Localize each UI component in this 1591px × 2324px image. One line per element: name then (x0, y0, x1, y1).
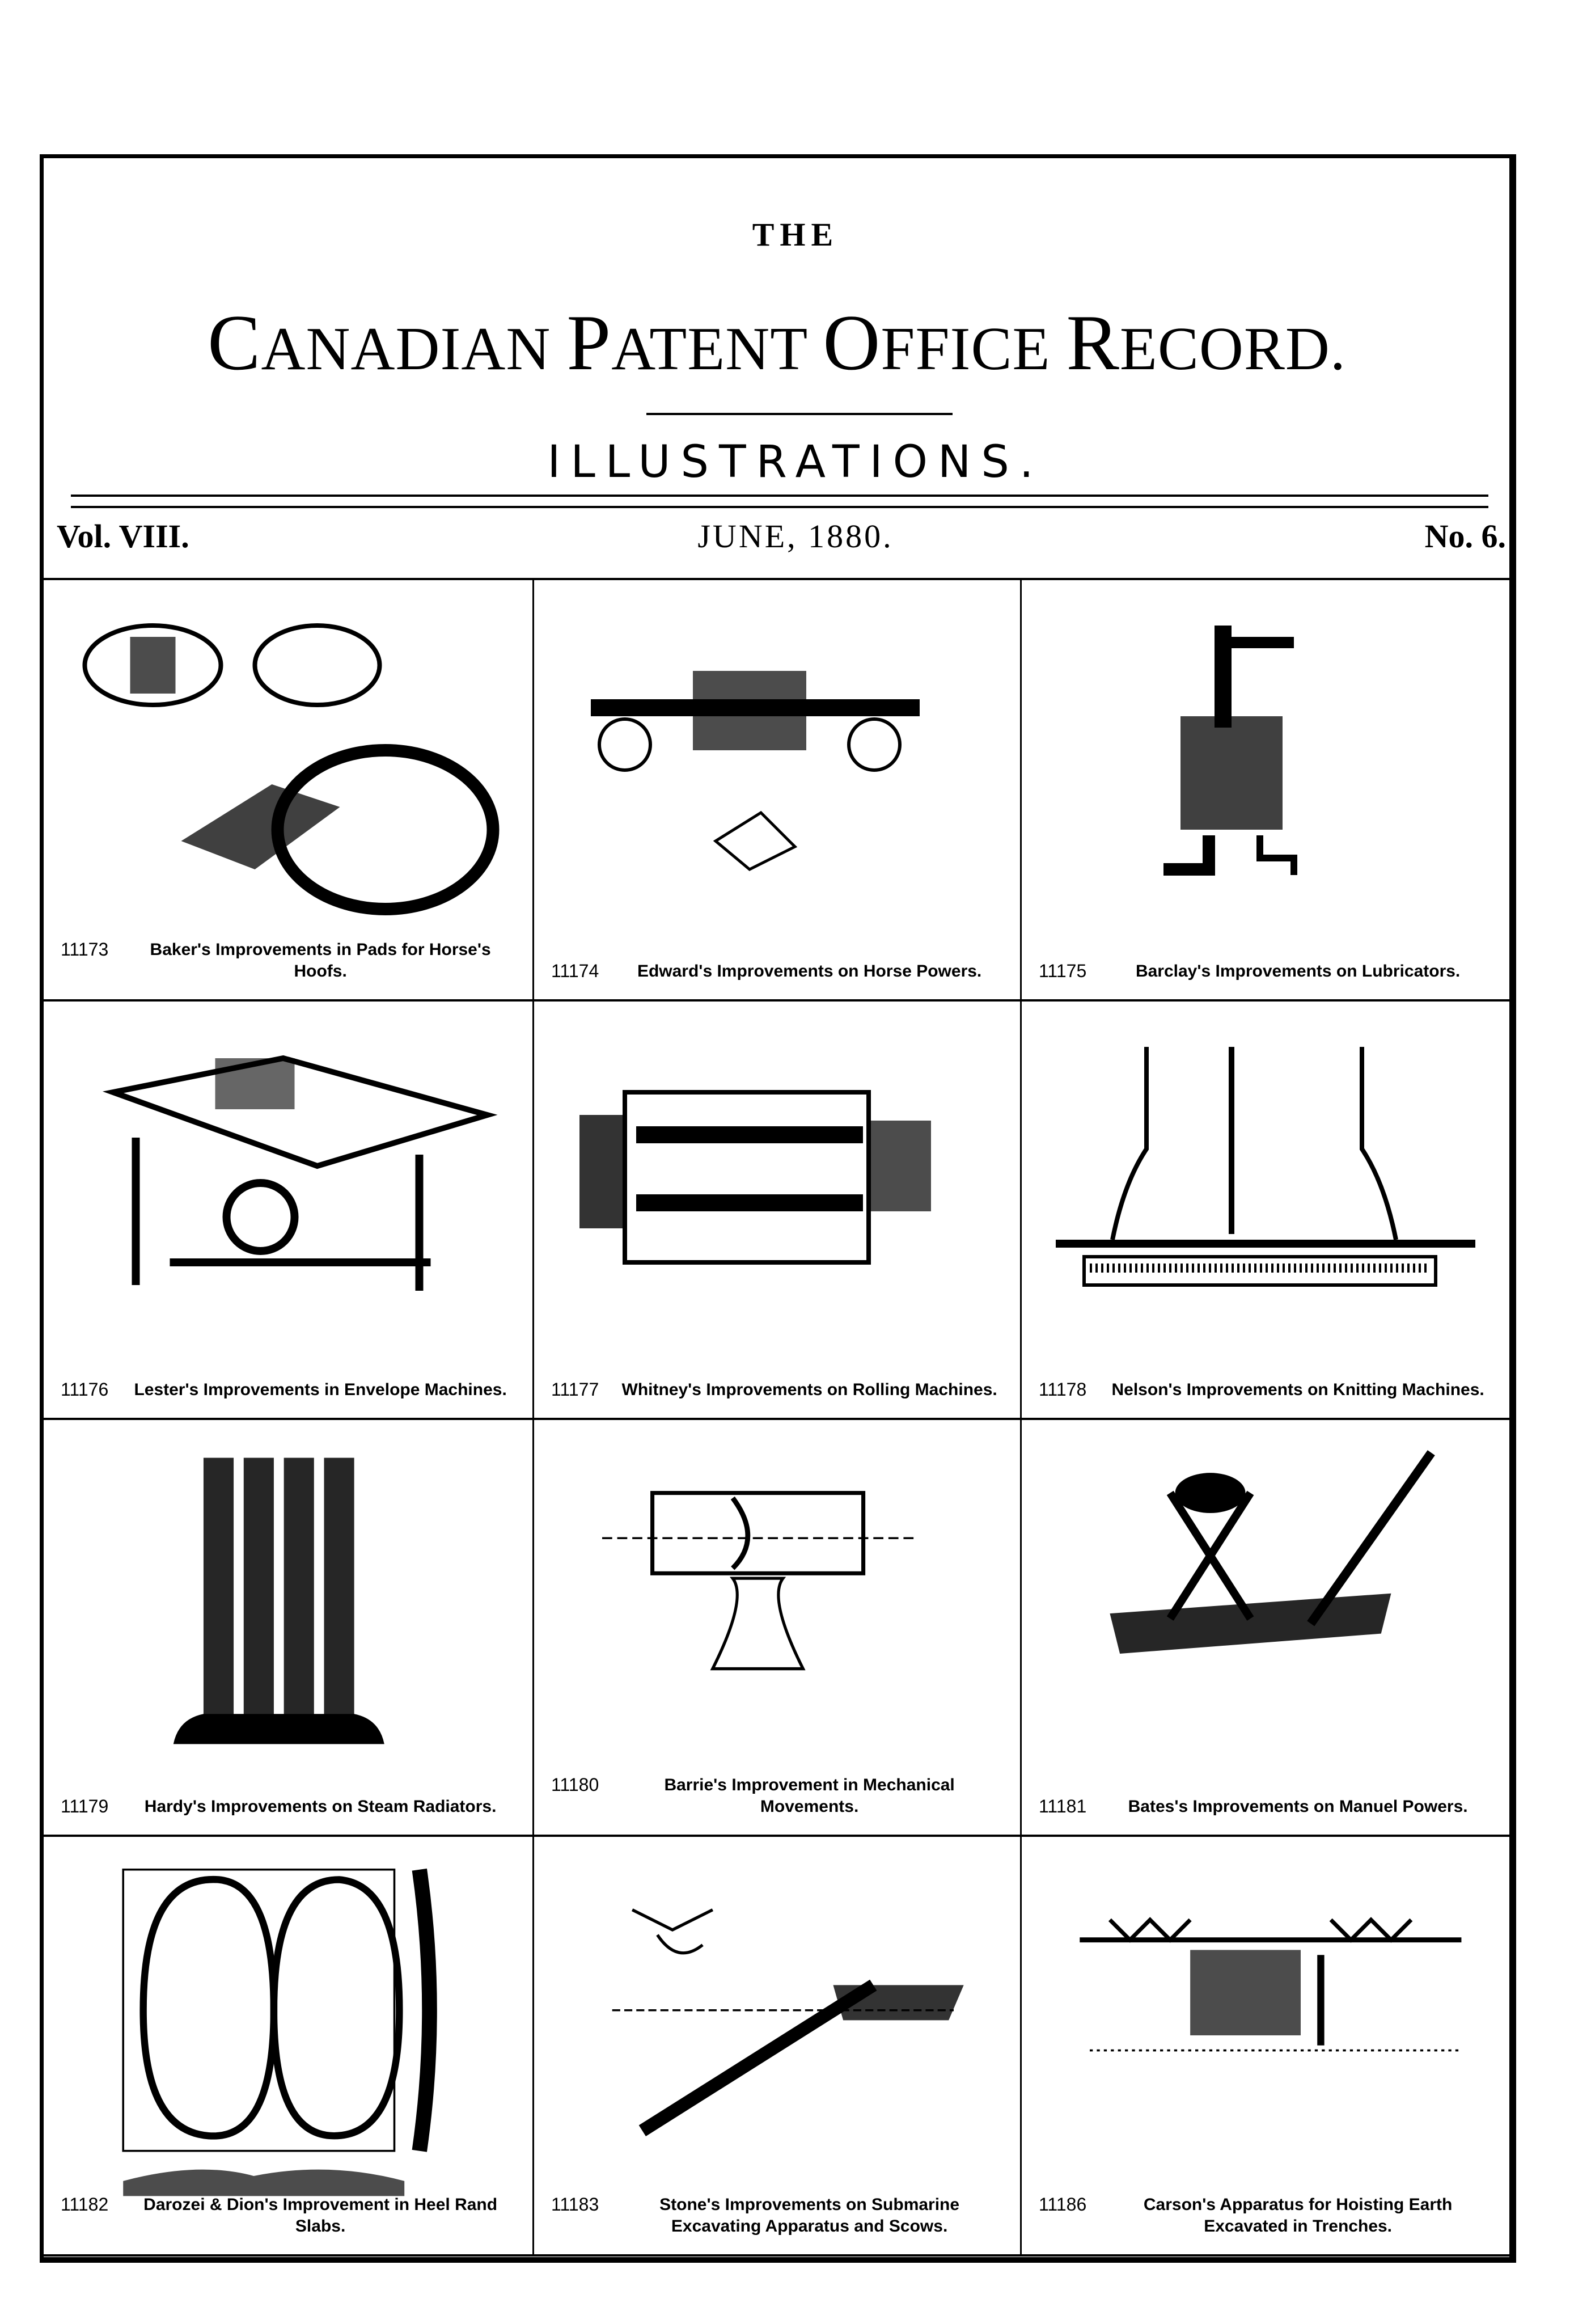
patent-caption: 11175 Barclay's Improvements on Lubricato… (1039, 961, 1492, 982)
patent-cell-11180: 11180 Barrie's Improvement in Mechanical … (534, 1420, 1022, 1837)
patent-caption: 11179 Hardy's Improvements on Steam Radia… (61, 1796, 515, 1818)
hoisting-apparatus-illustration-icon (1080, 1917, 1462, 2052)
patent-title: Whitney's Improvements on Rolling Machin… (621, 1380, 997, 1399)
masthead-title: CANADIAN PATENT OFFICE RECORD. (68, 295, 1486, 398)
patent-number: 11181 (1039, 1796, 1087, 1816)
patent-cell-11178: 11178 Nelson's Improvements on Knitting M… (1022, 1002, 1509, 1420)
patent-caption: 11174 Edward's Improvements on Horse Powe… (551, 961, 1003, 982)
patent-cell-11176: 11176 Lester's Improvements in Envelope M… (44, 1002, 534, 1420)
issue-date: JUNE, 1880. (697, 518, 894, 555)
patent-caption: 11183 Stone's Improvements on Submarine E… (551, 2194, 1003, 2237)
masthead-the: THE (752, 216, 839, 253)
patent-cell-11173: 11173 Baker's Improvements in Pads for Ho… (44, 580, 534, 1002)
patent-cell-11183: 11183 Stone's Improvements on Submarine E… (534, 1837, 1022, 2257)
patent-caption: 11180 Barrie's Improvement in Mechanical … (551, 1774, 1003, 1818)
patent-title: Barclay's Improvements on Lubricators. (1135, 962, 1461, 981)
title-rule (646, 413, 953, 415)
patent-title: Stone's Improvements on Submarine Excava… (659, 2195, 960, 2236)
patent-number: 11179 (61, 1796, 109, 1816)
rolling-machine-illustration-icon (579, 1090, 931, 1265)
horse-hoof-pad-illustration-icon (82, 623, 500, 915)
patent-caption: 11182 Darozei & Dion's Improvement in Hee… (61, 2194, 515, 2237)
envelope-machine-illustration-icon (102, 1055, 498, 1291)
title-word: OFFICE (823, 299, 1051, 387)
patent-caption: 11176 Lester's Improvements in Envelope M… (61, 1379, 515, 1401)
volume: Vol. VIII. (57, 518, 189, 555)
double-rule-bottom (71, 506, 1488, 508)
patent-title: Nelson's Improvements on Knitting Machin… (1111, 1380, 1484, 1399)
patent-title: Baker's Improvements in Pads for Horse's… (150, 940, 491, 981)
patent-caption: 11178 Nelson's Improvements on Knitting M… (1039, 1379, 1492, 1401)
title-word: CANADIAN (208, 299, 551, 387)
patent-title: Hardy's Improvements on Steam Radiators. (144, 1797, 497, 1816)
patent-title: Lester's Improvements in Envelope Machin… (134, 1380, 507, 1399)
patent-number: 11177 (551, 1379, 599, 1400)
patent-caption: 11173 Baker's Improvements in Pads for Ho… (61, 939, 515, 982)
patent-title: Bates's Improvements on Manuel Powers. (1128, 1797, 1468, 1816)
horse-power-gear-illustration-icon (591, 671, 920, 871)
issue-number: No. 6. (1424, 518, 1506, 555)
patent-title: Barrie's Improvement in Mechanical Movem… (664, 1776, 955, 1816)
patent-cell-11175: 11175 Barclay's Improvements on Lubricato… (1022, 580, 1509, 1002)
patent-number: 11174 (551, 961, 599, 981)
patent-caption: 11177 Whitney's Improvements on Rolling M… (551, 1379, 1003, 1401)
illustration-grid: 11173 Baker's Improvements in Pads for Ho… (44, 578, 1509, 2257)
patent-title: Carson's Apparatus for Hoisting Earth Ex… (1143, 2195, 1453, 2236)
patent-title: Edward's Improvements on Horse Powers. (637, 962, 982, 981)
patent-number: 11175 (1039, 961, 1087, 981)
manual-power-illustration-icon (1110, 1450, 1435, 1654)
patent-number: 11183 (551, 2194, 599, 2215)
subtitle: ILLUSTRATIONS. (547, 437, 1044, 488)
heel-rand-slab-illustration-icon (122, 1868, 437, 2196)
title-word: PATENT (566, 299, 807, 387)
page-border (40, 154, 1516, 2263)
patent-cell-11179: 11179 Hardy's Improvements on Steam Radia… (44, 1420, 534, 1837)
knitting-machine-illustration-icon (1056, 1047, 1475, 1287)
submarine-excavator-illustration-icon (612, 1908, 964, 2137)
title-word: RECORD. (1066, 299, 1346, 387)
patent-caption: 11181 Bates's Improvements on Manuel Powe… (1039, 1796, 1492, 1818)
patent-cell-11182: 11182 Darozei & Dion's Improvement in Hee… (44, 1837, 534, 2257)
double-rule-top (71, 495, 1488, 497)
lubricator-illustration-icon (1163, 626, 1297, 876)
patent-title: Darozei & Dion's Improvement in Heel Ran… (143, 2195, 498, 2236)
patent-cell-11177: 11177 Whitney's Improvements on Rolling M… (534, 1002, 1022, 1420)
steam-radiator-illustration-icon (173, 1457, 384, 1744)
patent-cell-11174: 11174 Edward's Improvements on Horse Powe… (534, 580, 1022, 1002)
patent-number: 11182 (61, 2194, 109, 2215)
patent-caption: 11186 Carson's Apparatus for Hoisting Ear… (1039, 2194, 1492, 2237)
patent-number: 11178 (1039, 1379, 1087, 1400)
patent-number: 11186 (1039, 2194, 1087, 2215)
mechanical-movement-illustration-icon (602, 1491, 914, 1671)
patent-number: 11180 (551, 1774, 599, 1795)
patent-cell-11186: 11186 Carson's Apparatus for Hoisting Ear… (1022, 1837, 1509, 2257)
patent-number: 11176 (61, 1379, 109, 1400)
patent-number: 11173 (61, 939, 109, 960)
patent-cell-11181: 11181 Bates's Improvements on Manuel Powe… (1022, 1420, 1509, 1837)
